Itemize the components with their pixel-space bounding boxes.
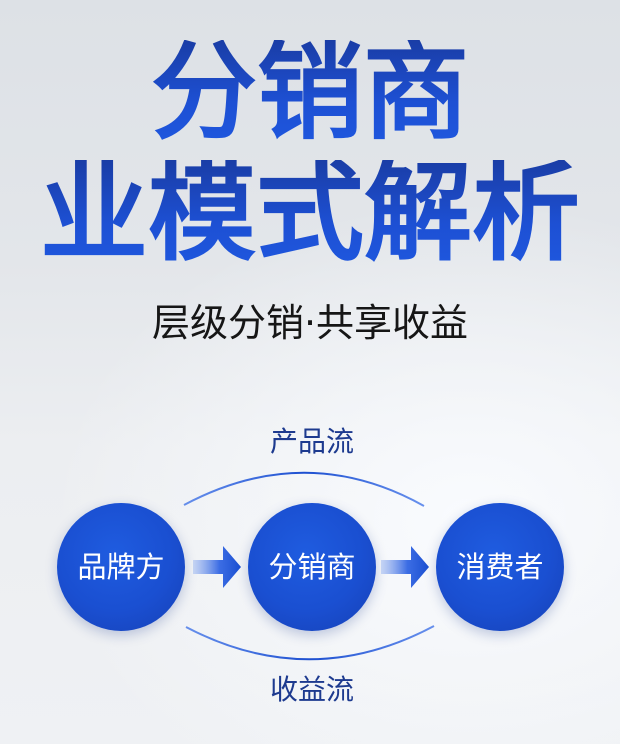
arrow-right-icon xyxy=(193,546,241,588)
node-brand-label: 品牌方 xyxy=(77,549,165,584)
node-distributor: 分销商 xyxy=(248,503,376,631)
node-distributor-label: 分销商 xyxy=(268,549,356,584)
product-flow-label: 产品流 xyxy=(269,425,354,458)
product-flow-arc xyxy=(183,471,425,507)
title-line-2: 业模式解析 xyxy=(0,160,620,268)
revenue-flow-label: 收益流 xyxy=(269,673,354,706)
node-brand: 品牌方 xyxy=(57,503,185,631)
title-line-1: 分销商 xyxy=(0,40,620,146)
node-consumer: 消费者 xyxy=(436,503,564,631)
subtitle: 层级分销·共享收益 xyxy=(151,301,469,345)
node-consumer-label: 消费者 xyxy=(456,549,544,584)
revenue-flow-arc xyxy=(185,625,435,661)
arrow-right-icon xyxy=(381,546,429,588)
